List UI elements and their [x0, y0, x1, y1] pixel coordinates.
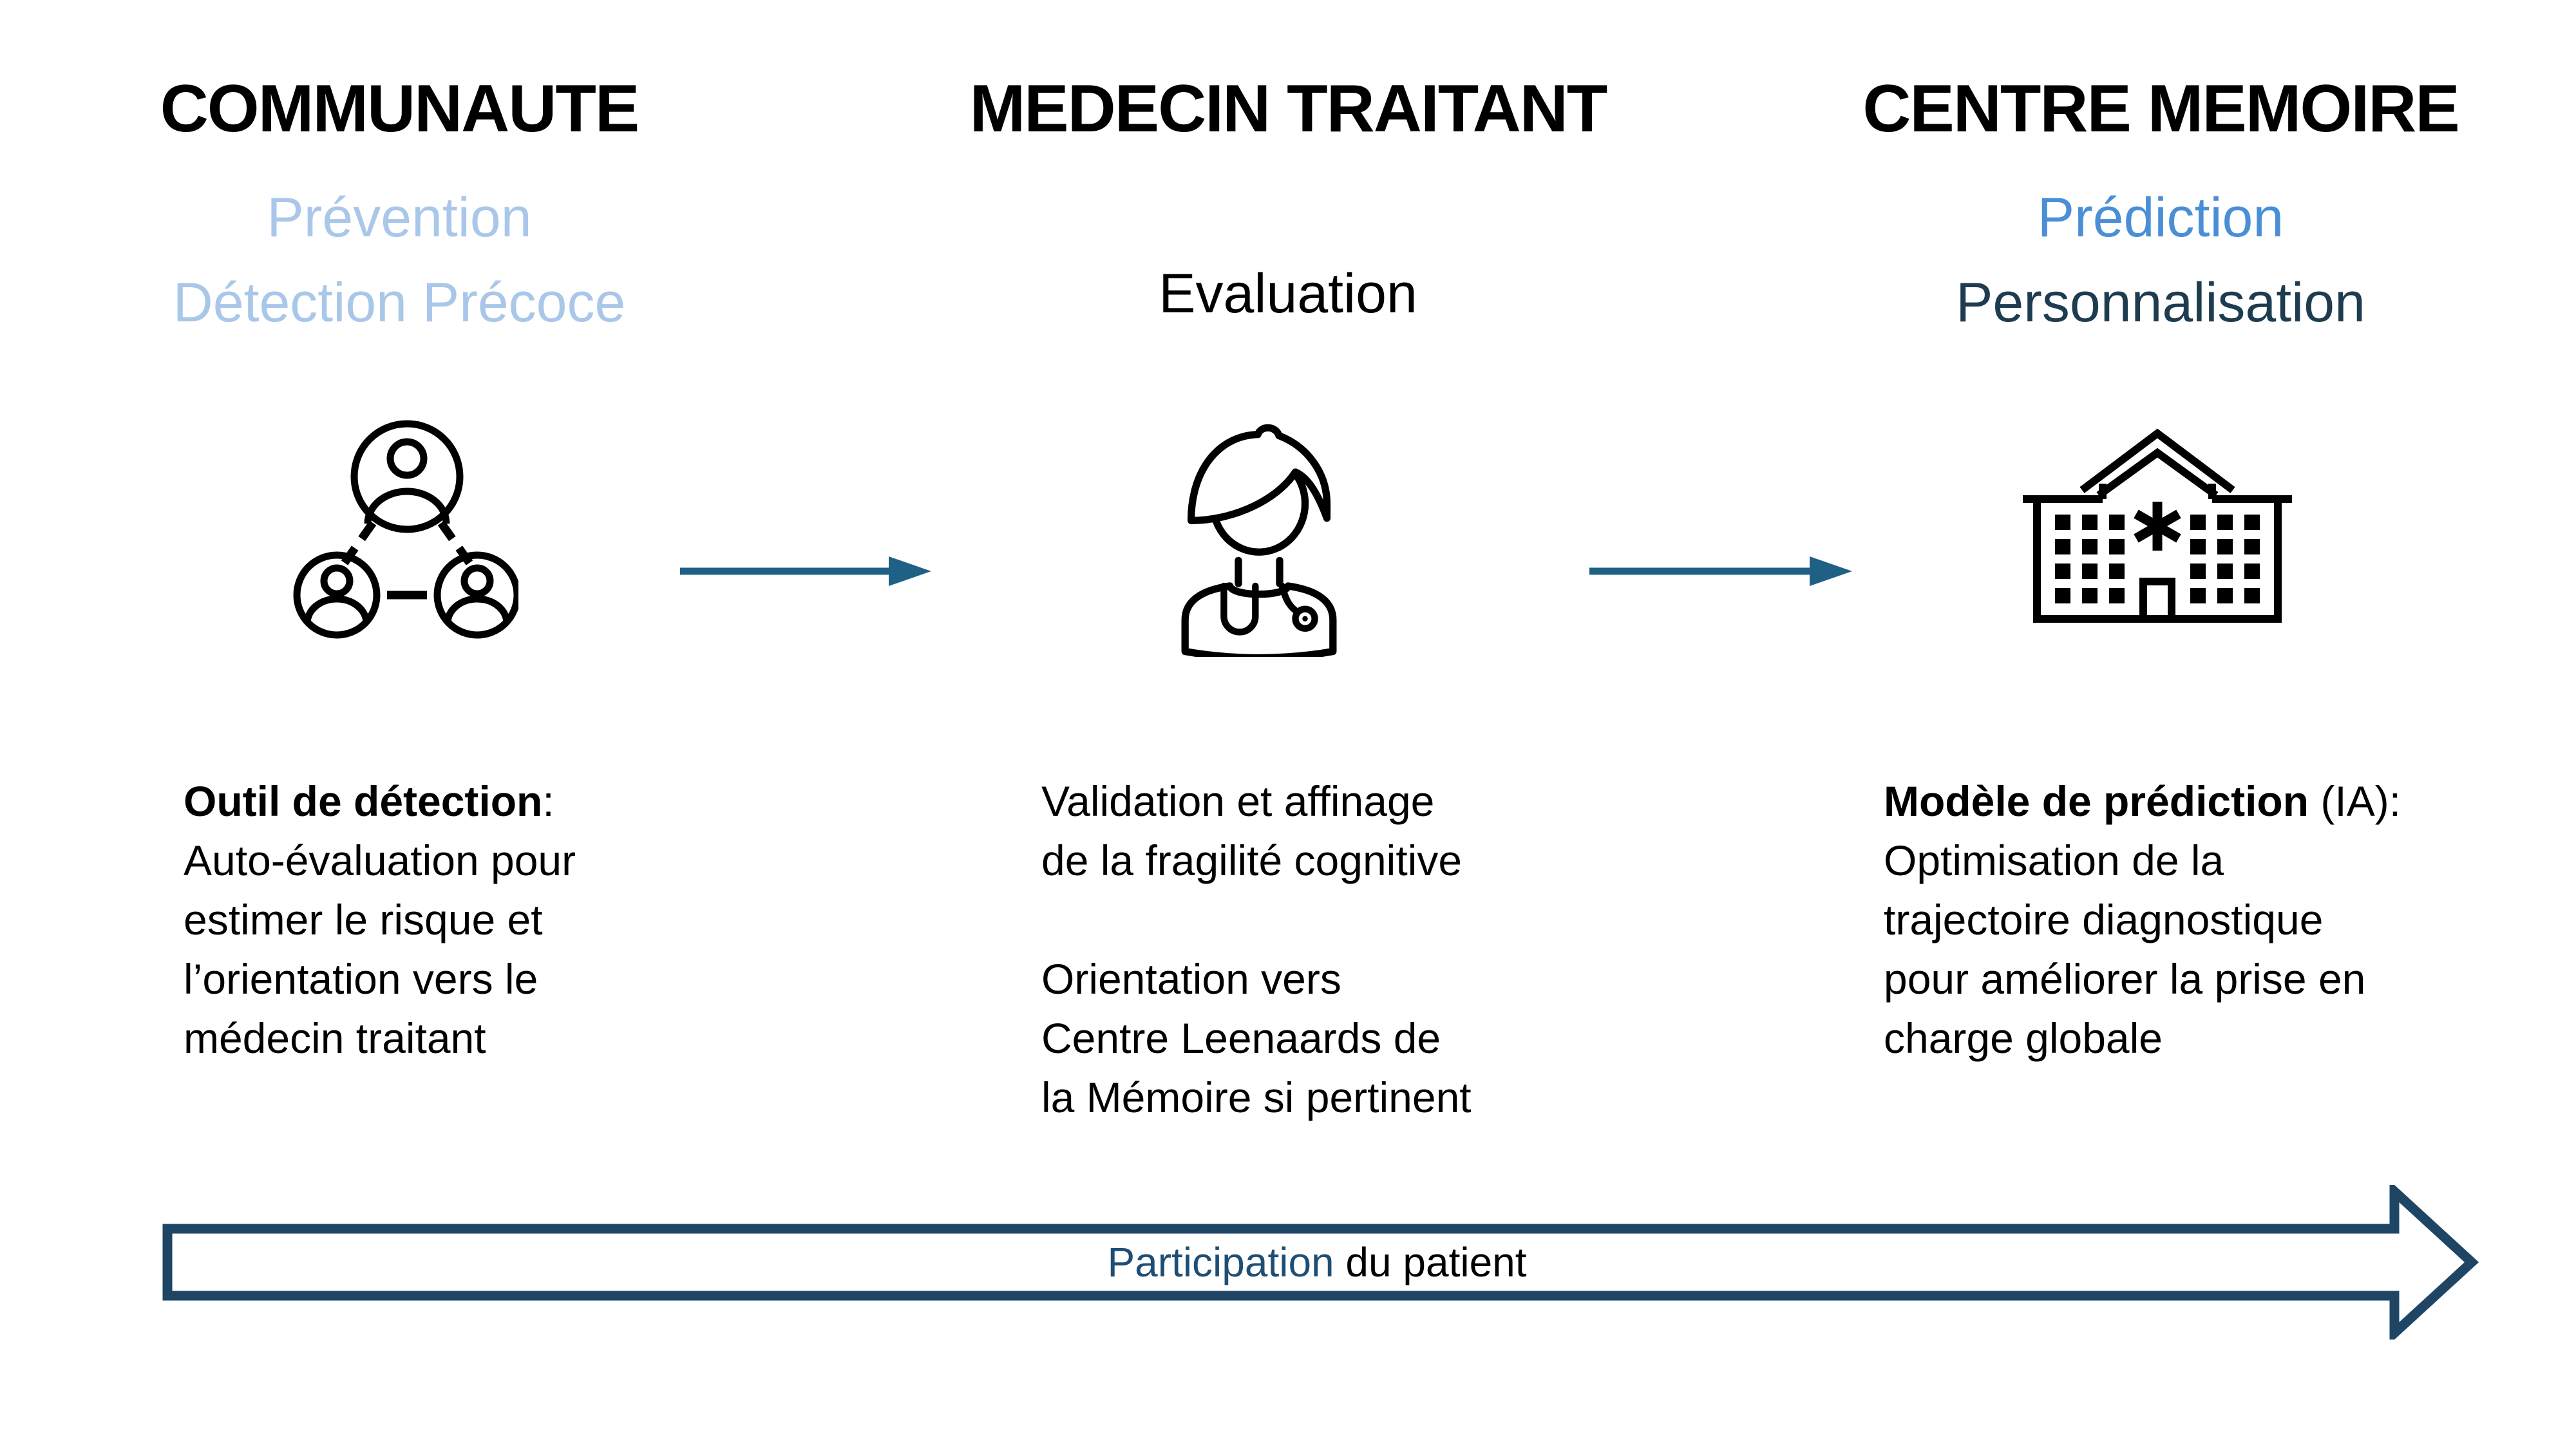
description-line: la Mémoire si pertinent: [1041, 1074, 1472, 1121]
column-title-communaute: COMMUNAUTE: [160, 71, 640, 146]
subtitle-centre-memoire: Prédiction Personnalisation: [1774, 175, 2547, 345]
participation-rest: du patient: [1334, 1239, 1527, 1285]
description-line: Auto-évaluation pour: [184, 837, 576, 884]
description-line: Outil de détection:: [184, 772, 815, 831]
description-lead-suffix: :: [542, 777, 554, 825]
description-line: de la fragilité cognitive: [1041, 837, 1463, 884]
description-line: Centre Leenaards de: [1041, 1014, 1441, 1062]
description-lead: Modèle de prédiction: [1884, 777, 2309, 825]
description-lead: Outil de détection: [184, 777, 543, 825]
description-line: charge globale: [1884, 1014, 2163, 1062]
description-centre-memoire: Modèle de prédiction (IA): Optimisation …: [1884, 772, 2515, 1068]
subtitle-line: Personnalisation: [1956, 272, 2365, 334]
description-communaute: Outil de détection: Auto-évaluation pour…: [184, 772, 815, 1068]
flow-arrow-doctor-to-memory-center: [1586, 542, 1856, 603]
patient-participation-arrow: [162, 1185, 2479, 1340]
description-line: Validation et affinage: [1041, 777, 1435, 825]
community-network-icon: [293, 419, 521, 657]
column-title-medecin-traitant: MEDECIN TRAITANT: [969, 71, 1608, 146]
subtitle-line: Prédiction: [2037, 187, 2284, 249]
column-title-centre-memoire: CENTRE MEMOIRE: [1862, 71, 2459, 146]
flow-arrow-community-to-doctor: [676, 542, 934, 603]
description-line: Optimisation de la: [1884, 837, 2224, 884]
description-medecin-traitant: Validation et affinage de la fragilité c…: [1041, 772, 1672, 1127]
subtitle-line: Evaluation: [1159, 263, 1417, 325]
subtitle-line: Détection Précoce: [173, 272, 626, 334]
description-paragraph: Validation et affinage de la fragilité c…: [1041, 772, 1672, 890]
description-line: pour améliorer la prise en: [1884, 955, 2366, 1003]
hospital-building-icon: [2019, 422, 2296, 638]
subtitle-medecin-traitant: Evaluation: [902, 251, 1674, 336]
doctor-icon: [1156, 411, 1362, 662]
description-line: Modèle de prédiction (IA):: [1884, 772, 2515, 831]
description-paragraph: Orientation vers Centre Leenaards de la …: [1041, 949, 1672, 1127]
description-lead-suffix: (IA):: [2309, 777, 2401, 825]
participation-highlight: Participation: [1107, 1239, 1334, 1285]
patient-participation-label: Participation du patient: [161, 1229, 2396, 1296]
subtitle-communaute: Prévention Détection Précoce: [13, 175, 786, 345]
description-line: estimer le risque et: [184, 896, 543, 943]
subtitle-line: Prévention: [267, 187, 532, 249]
description-line: l’orientation vers le: [184, 955, 538, 1003]
description-line: médecin traitant: [184, 1014, 486, 1062]
description-line: Orientation vers: [1041, 955, 1341, 1003]
description-line: trajectoire diagnostique: [1884, 896, 2324, 943]
